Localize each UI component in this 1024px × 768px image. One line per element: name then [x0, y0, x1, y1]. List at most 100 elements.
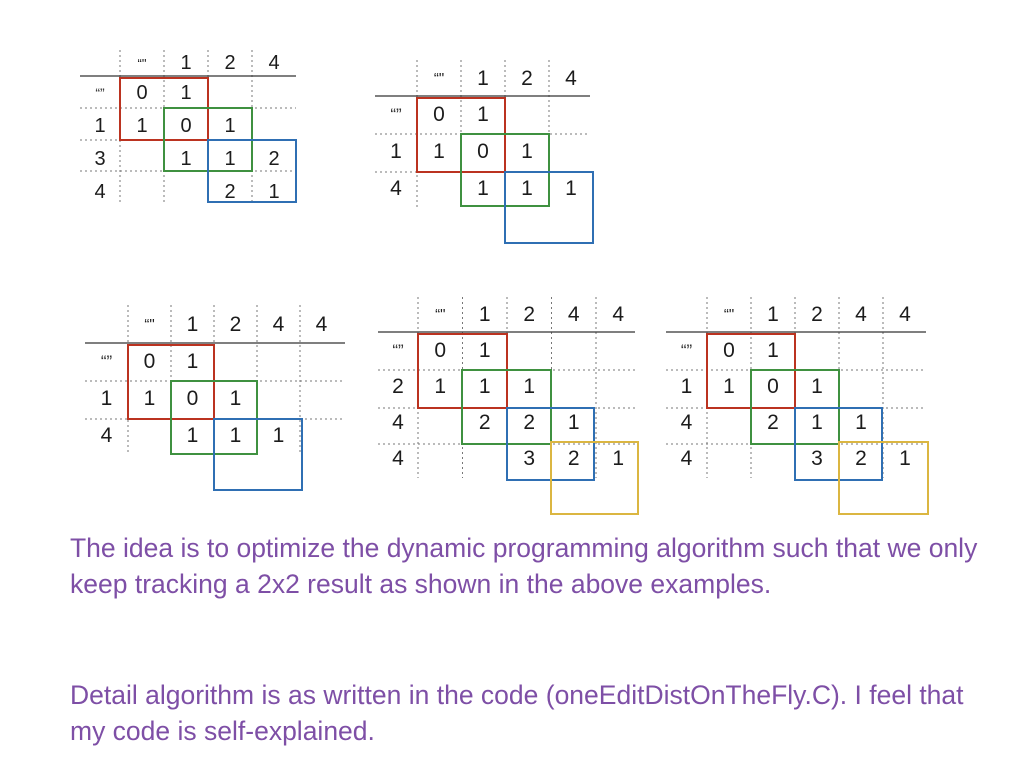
column-header: 4: [268, 52, 280, 74]
column-header: “": [435, 306, 446, 323]
table-cell: 2: [224, 180, 236, 203]
column-header: 1: [477, 66, 489, 90]
row-label: “”: [390, 105, 402, 124]
row-label: “”: [100, 352, 113, 371]
column-header: 2: [521, 66, 533, 90]
table-cell: 1: [477, 177, 489, 200]
row-label: 4: [390, 177, 402, 200]
table-cell: 1: [723, 374, 735, 398]
table-cell: 2: [268, 147, 280, 170]
row-label: 4: [392, 410, 404, 434]
row-label: 1: [94, 114, 106, 137]
table-cell: 1: [478, 338, 491, 362]
row-label: 4: [680, 446, 693, 470]
table-cell: 3: [523, 446, 536, 470]
table-cell: 1: [477, 103, 489, 126]
table-grid: [666, 297, 929, 515]
description-paragraph-1: The idea is to optimize the dynamic prog…: [70, 533, 978, 599]
table-cell: 1: [811, 374, 823, 398]
table-cell: 0: [723, 338, 735, 362]
column-header: 4: [315, 312, 328, 336]
table-cell: 1: [521, 177, 533, 200]
row-label: 4: [680, 410, 693, 434]
row-label: “”: [95, 84, 105, 101]
table-cell: 1: [229, 424, 242, 447]
table-grid: [85, 305, 345, 491]
table-cell: 1: [186, 424, 199, 447]
table-cell: 0: [136, 81, 148, 104]
column-header: 2: [224, 52, 236, 74]
row-label: “”: [680, 340, 693, 360]
table-cell: 0: [434, 338, 447, 362]
blue-window-box: [213, 418, 303, 491]
row-label: 4: [392, 446, 404, 470]
column-header: 4: [567, 303, 580, 326]
table-cell: 2: [855, 446, 867, 470]
table-cell: 2: [567, 446, 580, 470]
column-header: 4: [565, 66, 577, 90]
description-paragraph-2: Detail algorithm is as written in the co…: [70, 680, 964, 746]
table-cell: 2: [767, 410, 779, 434]
table-cell: 1: [224, 147, 236, 170]
table-cell: 1: [523, 374, 536, 398]
table-cell: 0: [477, 140, 489, 163]
table-cell: 1: [180, 81, 192, 104]
table-cell: 1: [565, 177, 577, 200]
column-header: “": [723, 306, 735, 323]
row-label: 2: [392, 374, 404, 398]
table-cell: 1: [855, 410, 867, 434]
row-label: 4: [94, 180, 106, 203]
table-cell: 0: [180, 114, 192, 137]
table-grid: [378, 297, 639, 515]
table-cell: 1: [521, 140, 533, 163]
row-label: 3: [94, 147, 106, 170]
table-cell: 2: [523, 410, 536, 434]
column-header: 2: [811, 303, 823, 326]
column-header: 4: [855, 303, 867, 326]
row-label: 1: [680, 374, 693, 398]
blue-window-box: [504, 171, 594, 244]
column-header: 2: [229, 312, 242, 336]
table-cell: 0: [143, 350, 156, 373]
column-header: “": [137, 55, 147, 71]
table-grid: [80, 50, 297, 203]
row-label: “”: [392, 340, 404, 360]
table-cell: 1: [180, 147, 192, 170]
table-cell: 1: [272, 424, 285, 447]
column-header: “": [144, 315, 155, 333]
yellow-window-box: [550, 441, 639, 515]
table-cell: 1: [434, 374, 447, 398]
column-header: 1: [186, 312, 199, 336]
table-cell: 2: [478, 410, 491, 434]
table-cell: 1: [899, 446, 911, 470]
table-cell: 1: [433, 140, 445, 163]
table-cell: 1: [811, 410, 823, 434]
table-cell: 1: [229, 387, 242, 410]
table-cell: 1: [224, 114, 236, 137]
column-header: 4: [272, 312, 285, 336]
yellow-window-box: [838, 441, 929, 515]
table-cell: 1: [767, 338, 779, 362]
row-label: 1: [100, 387, 113, 410]
column-header: 4: [899, 303, 911, 326]
column-header: 1: [767, 303, 779, 326]
row-label: 4: [100, 424, 113, 447]
blue-window-box: [207, 139, 297, 203]
table-cell: 0: [433, 103, 445, 126]
table-cell: 0: [767, 374, 779, 398]
table-cell: 1: [478, 374, 491, 398]
column-header: 1: [180, 52, 192, 74]
column-header: 1: [478, 303, 491, 326]
table-cell: 1: [143, 387, 156, 410]
column-header: “": [433, 69, 445, 87]
table-cell: 1: [136, 114, 148, 137]
table-cell: 3: [811, 446, 823, 470]
row-label: 1: [390, 140, 402, 163]
column-header: 4: [612, 303, 625, 326]
table-grid: [375, 60, 594, 244]
column-header: 2: [523, 303, 536, 326]
table-cell: 1: [612, 446, 625, 470]
table-cell: 1: [567, 410, 580, 434]
table-cell: 1: [186, 350, 199, 373]
table-cell: 1: [268, 180, 280, 203]
